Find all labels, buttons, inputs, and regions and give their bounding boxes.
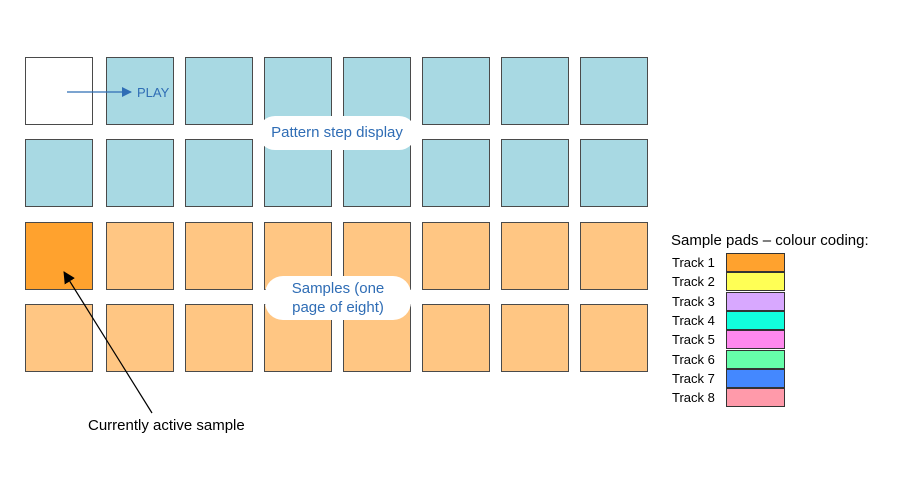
samples-label: Samples (one page of eight): [265, 276, 411, 320]
sample-pad[interactable]: [501, 304, 569, 372]
legend-track-swatch: [726, 253, 785, 272]
sample-pad[interactable]: [185, 222, 253, 290]
sample-pad[interactable]: [422, 304, 490, 372]
legend-title: Sample pads – colour coding:: [671, 232, 869, 249]
sample-pad[interactable]: [185, 304, 253, 372]
active-sample-pad[interactable]: [25, 222, 93, 290]
legend-track-label: Track 2: [672, 274, 715, 290]
pattern-step-pad[interactable]: [185, 139, 253, 207]
legend-track-swatch: [726, 368, 785, 388]
pattern-step-pad[interactable]: [422, 57, 490, 125]
pattern-step-pad[interactable]: [422, 139, 490, 207]
sample-pad[interactable]: [422, 222, 490, 290]
pattern-step-pad[interactable]: [25, 139, 93, 207]
pattern-step-display-label: Pattern step display: [258, 116, 416, 150]
sample-pad[interactable]: [501, 222, 569, 290]
legend-track-swatch: [726, 349, 785, 369]
sample-pad[interactable]: [580, 304, 648, 372]
legend-track-swatch: [726, 330, 785, 350]
active-sample-arrow: [63, 271, 153, 414]
legend-track-label: Track 7: [672, 370, 715, 386]
legend-track-swatch: [726, 291, 785, 311]
samples-label-line-1: Samples (one: [291, 280, 385, 297]
legend-track-label: Track 1: [672, 255, 715, 270]
pattern-step-pad[interactable]: [501, 139, 569, 207]
pattern-step-pad[interactable]: [185, 57, 253, 125]
sample-pad[interactable]: [580, 222, 648, 290]
legend-track-label: Track 4: [672, 312, 715, 328]
samples-label-line-2: page of eight): [292, 299, 384, 316]
pattern-step-pad[interactable]: [343, 57, 411, 125]
legend-track-label: Track 3: [672, 293, 715, 309]
pattern-step-pad[interactable]: [580, 57, 648, 125]
pattern-step-pad[interactable]: [501, 57, 569, 125]
pattern-step-pad[interactable]: [106, 139, 174, 207]
pattern-step-pad[interactable]: [264, 57, 332, 125]
legend-track-label: Track 6: [672, 351, 715, 367]
sample-pad[interactable]: [106, 304, 174, 372]
currently-active-sample-label: Currently active sample: [88, 417, 245, 434]
pattern-step-pad[interactable]: [580, 139, 648, 207]
play-pad[interactable]: [25, 57, 93, 125]
sample-pad[interactable]: [25, 304, 93, 372]
legend-track-label: Track 8: [672, 390, 715, 406]
pattern-step-pad[interactable]: [343, 139, 411, 207]
pattern-step-pad[interactable]: [106, 57, 174, 125]
legend-track-swatch: [726, 272, 785, 292]
sample-pad[interactable]: [106, 222, 174, 290]
pattern-step-display-text: Pattern step display: [271, 124, 403, 141]
legend-track-swatch: [726, 310, 785, 330]
play-label: PLAY: [137, 85, 170, 100]
legend-track-label: Track 5: [672, 332, 715, 348]
legend-track-swatch: [726, 388, 785, 408]
pattern-step-pad[interactable]: [264, 139, 332, 207]
